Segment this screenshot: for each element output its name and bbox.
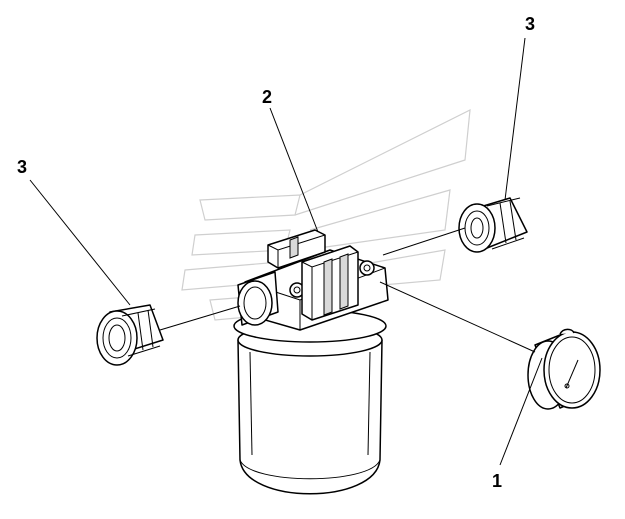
fitting-right [458,197,528,253]
callout-gauge: 1 [492,471,503,491]
callout-fitting-right: 3 [525,14,536,34]
pressure-gauge [527,328,601,410]
callout-housing-head: 2 [262,87,273,107]
fitting-left [96,304,164,366]
filter-canister [233,309,387,495]
leader-lines [29,37,543,466]
callout-fitting-left: 3 [17,157,28,177]
filter-head [237,229,389,331]
